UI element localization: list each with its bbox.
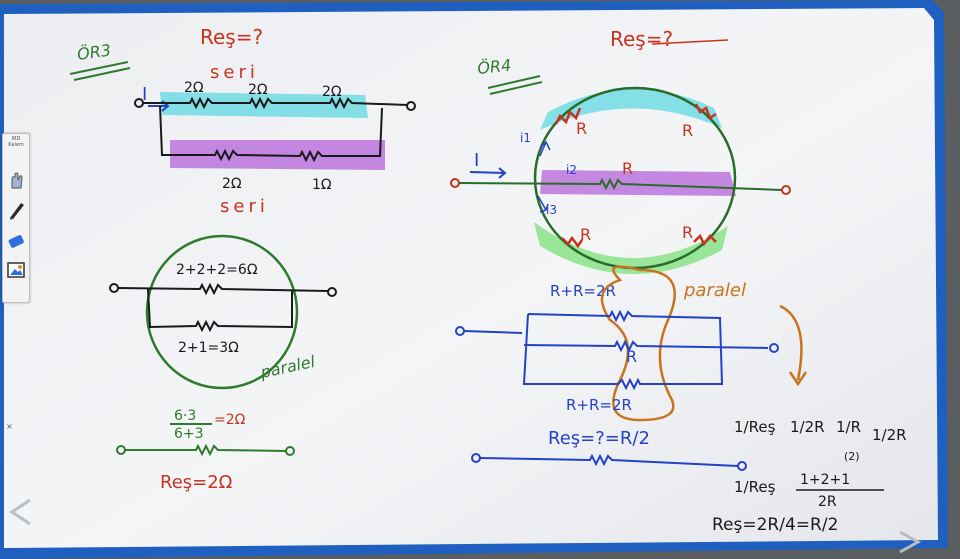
- q2-eq3: Reş=2R/4=R/2: [712, 515, 838, 535]
- q1-seri-top: seri: [210, 62, 259, 83]
- q1-result: Reş=2Ω: [160, 472, 233, 493]
- q2-i3-arrow: [537, 195, 549, 213]
- q2-sum-bottom: R+R=2R: [566, 396, 632, 414]
- eraser-icon[interactable]: [6, 230, 26, 250]
- q2-green-highlight: [534, 222, 728, 275]
- q1-label: ÖR3: [76, 40, 112, 64]
- q2-resistor-br: [693, 233, 717, 247]
- q2-eq1-b: 1/R: [836, 418, 861, 436]
- q2-i1-arrow: [539, 140, 551, 157]
- q2-orange-loop: [600, 265, 676, 422]
- q2-eq1-b-note: (2): [844, 450, 860, 463]
- q2-r-label-bl: R: [580, 225, 591, 244]
- q1-frac-result: =2Ω: [214, 412, 246, 428]
- q2-i1-label: i1: [520, 131, 531, 145]
- q2-r-label-tl: R: [576, 119, 587, 138]
- q1-sum-top: 2+2+2=6Ω: [176, 262, 258, 278]
- q2-group: ÖR4 Reş=? I i1 i2 i3 R R R R R R+R=2R pa…: [450, 27, 907, 535]
- q1-green-circle: [145, 234, 299, 390]
- q2-par-terminal-right: [769, 343, 779, 353]
- q1-r5-label: 1Ω: [312, 177, 332, 193]
- q2-label: ÖR4: [476, 56, 512, 78]
- q2-eq1-a: 1/2R: [790, 418, 825, 436]
- toolbar-close-icon[interactable]: ×: [6, 422, 13, 431]
- q1-terminal2-right: [327, 287, 337, 297]
- q1-terminal-right: [406, 101, 416, 111]
- q2-par-wire: [463, 309, 769, 391]
- q1-frac-den: 6+3: [174, 426, 204, 442]
- q2-question-strike: [651, 39, 729, 45]
- q1-wire-top: [143, 96, 409, 110]
- q2-resistor-tr: [694, 103, 717, 120]
- q2-eq2-lhs: 1/Reş: [734, 478, 776, 496]
- q2-r-label-mid: R: [622, 159, 633, 178]
- q2-sum-top: R+R=2R: [550, 282, 616, 300]
- q2-orange-arrow: [779, 304, 808, 387]
- q1-final-wire: [125, 443, 287, 457]
- q2-current-label: I: [474, 150, 479, 171]
- q2-eq2-den: 2R: [818, 494, 837, 510]
- q2-paralel-label: paralel: [683, 280, 746, 301]
- q2-result: Reş=?=R/2: [548, 428, 650, 449]
- q1-final-terminal-right: [285, 446, 295, 456]
- image-icon[interactable]: [6, 260, 26, 280]
- q1-r2-label: 2Ω: [248, 82, 268, 98]
- q2-i3-label: i3: [546, 203, 557, 217]
- q1-r3-label: 2Ω: [322, 84, 342, 100]
- q1-question: Reş=?: [200, 25, 263, 49]
- q2-resistor-tl: [554, 107, 582, 125]
- q1-sum-bottom: 2+1=3Ω: [178, 340, 239, 356]
- q1-group: ÖR3 Reş=? seri I 2Ω 2Ω 2Ω 2Ω 1Ω seri 2+2…: [69, 25, 416, 493]
- q1-seri-bottom: seri: [220, 196, 269, 217]
- q2-eq2-num: 1+2+1: [800, 472, 850, 488]
- q2-purple-highlight: [540, 170, 736, 196]
- q2-final-terminal-right: [737, 461, 747, 471]
- q1-current-label: I: [142, 84, 147, 105]
- q2-terminal-right: [781, 185, 791, 195]
- q2-label-underline: [487, 75, 543, 95]
- q2-r-label-tr: R: [682, 121, 693, 140]
- q2-eq1-lhs: 1/Reş: [734, 418, 776, 436]
- q1-parallel-wire: [117, 282, 329, 333]
- q1-wire-bottom: [159, 105, 383, 163]
- q2-r-label-par: R: [626, 347, 637, 366]
- pen-icon[interactable]: [6, 200, 26, 220]
- q1-r4-label: 2Ω: [222, 176, 242, 192]
- nav-right-arrow: [899, 530, 922, 554]
- nav-left-arrow: [9, 498, 31, 526]
- q2-i2-label: i2: [566, 163, 577, 177]
- q1-r1-label: 2Ω: [184, 80, 204, 96]
- q1-label-underline: [69, 61, 131, 81]
- q2-eq1-c: 1/2R: [872, 426, 907, 444]
- q2-diameter-wire: [458, 177, 783, 191]
- q2-resistor-bl: [561, 235, 584, 249]
- hand-icon[interactable]: [6, 170, 26, 190]
- q2-question: Reş=?: [610, 27, 673, 51]
- q2-final-wire: [479, 453, 739, 467]
- q2-current-arrow: [469, 167, 507, 179]
- q1-frac-num: 6·3: [174, 408, 196, 424]
- q2-r-label-br: R: [682, 223, 693, 242]
